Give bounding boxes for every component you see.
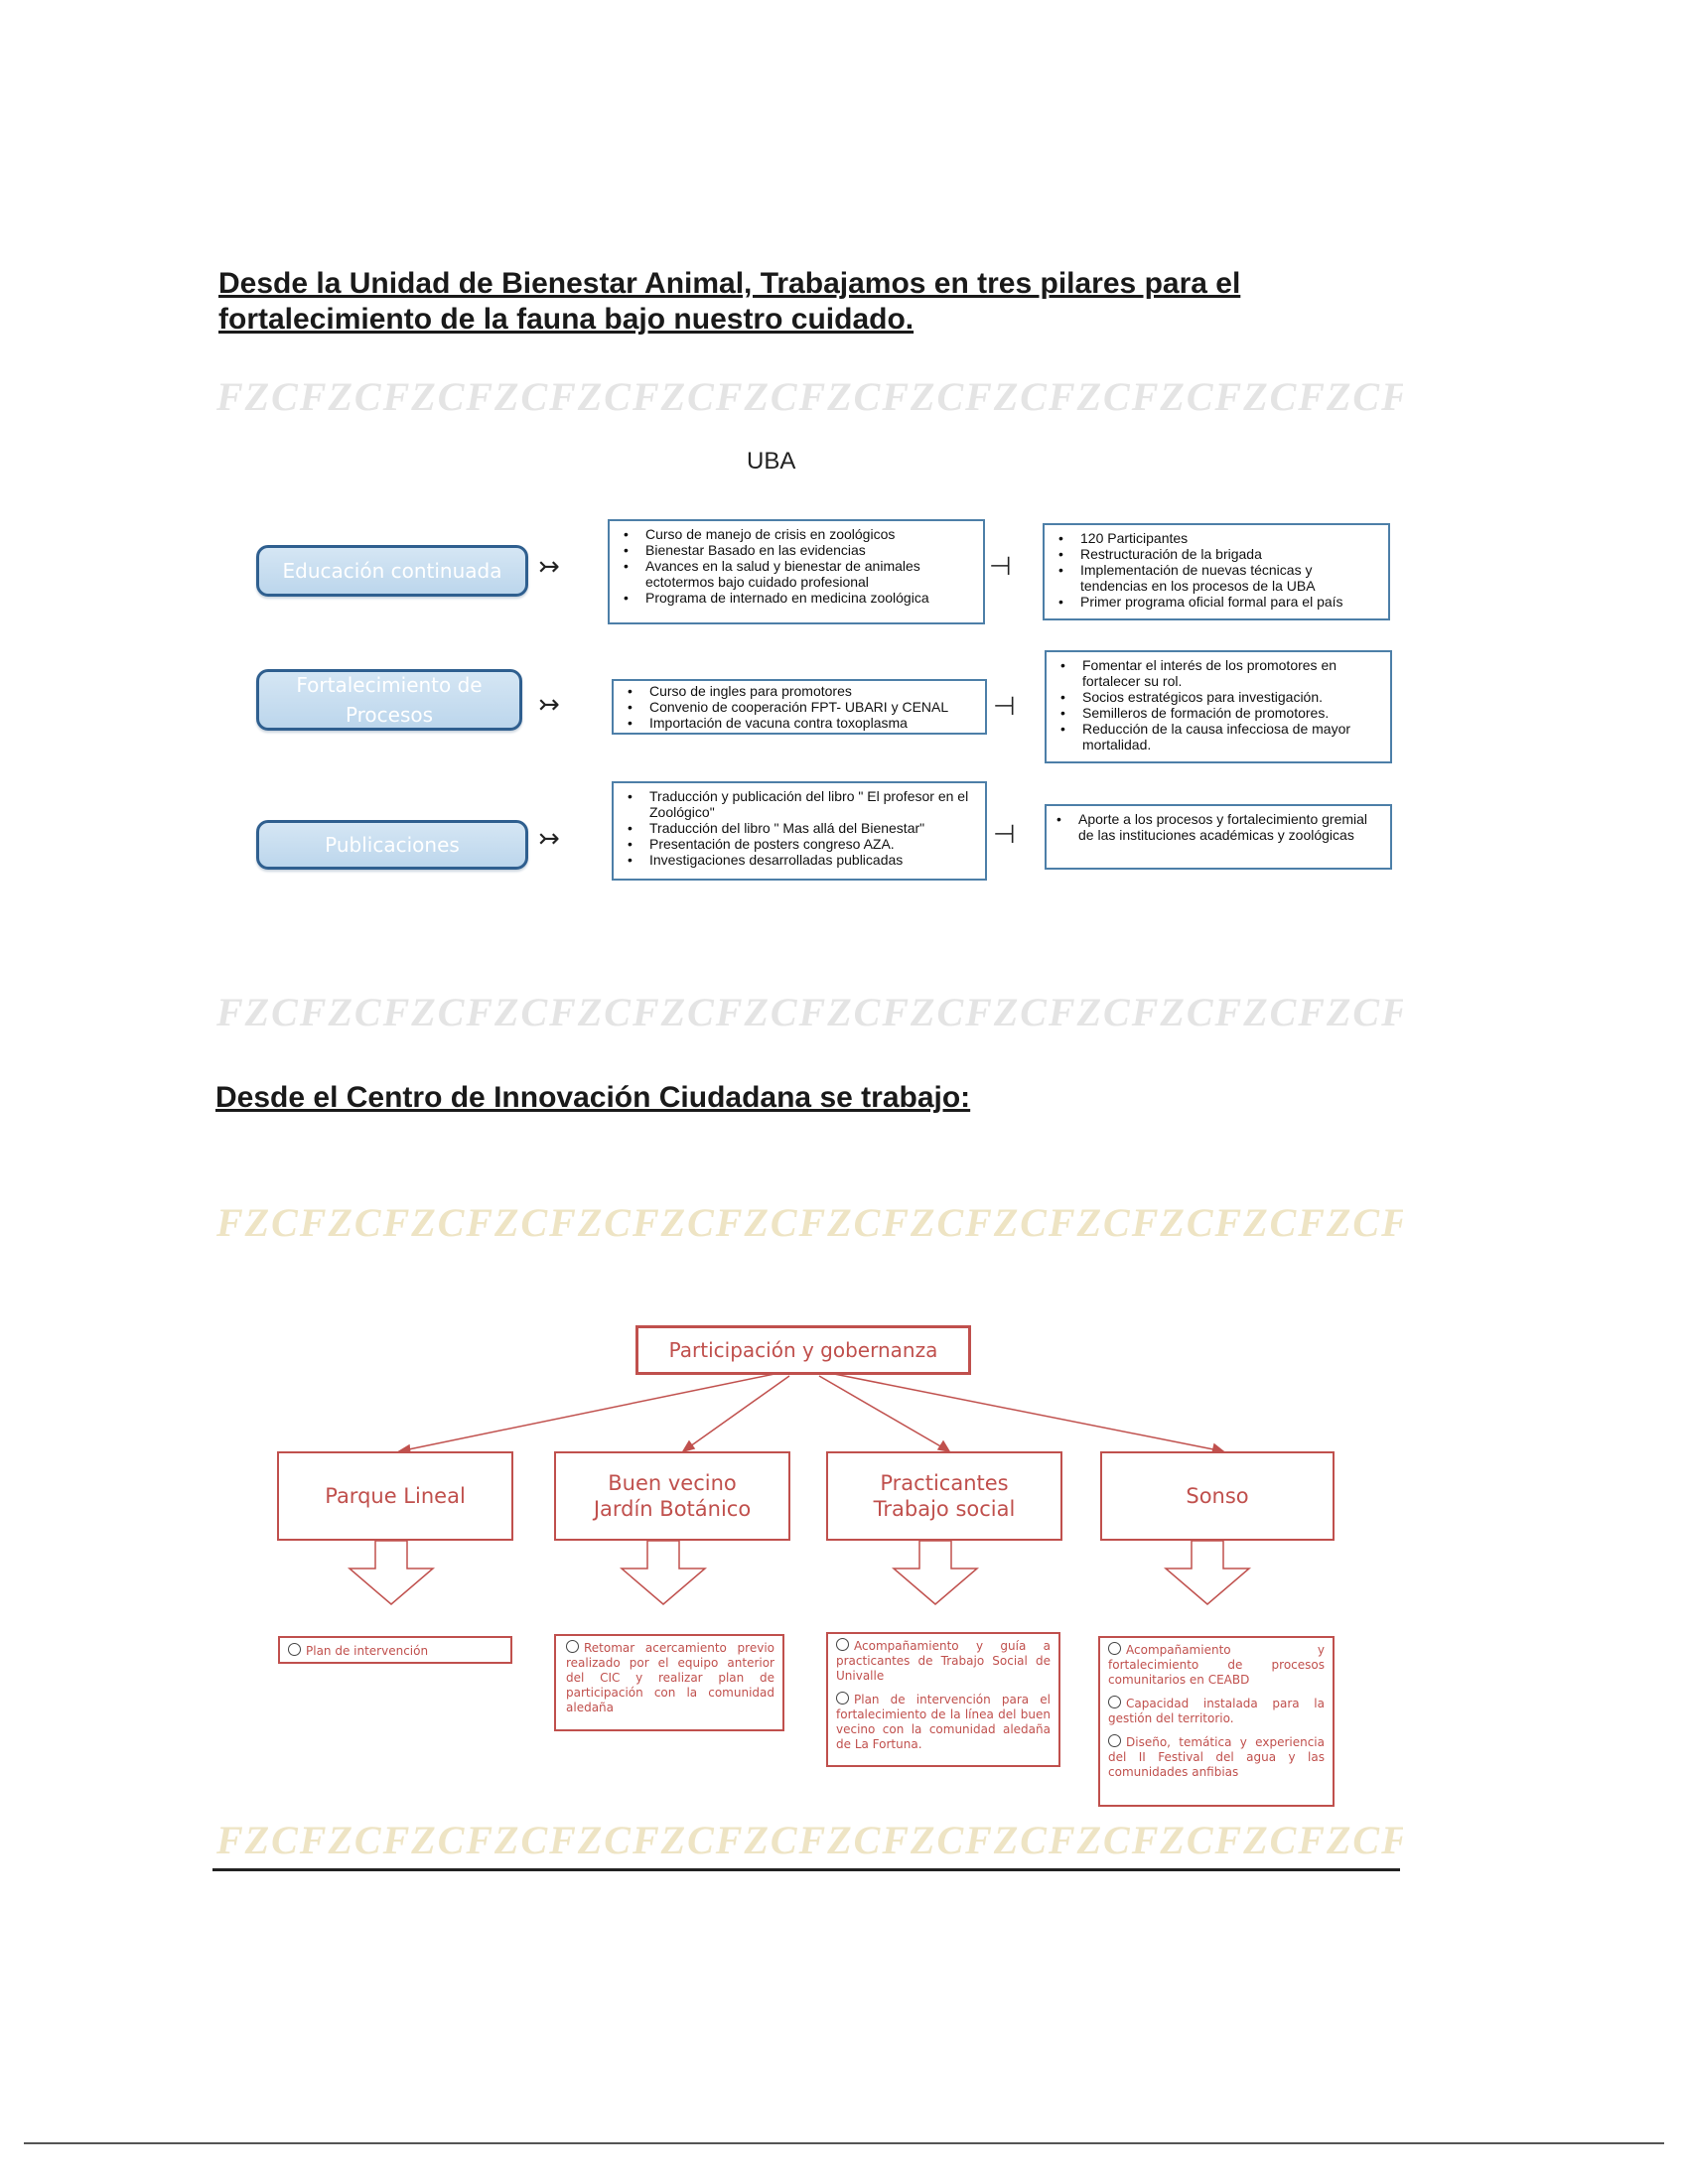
list-item: Curso de manejo de crisis en zoológicos xyxy=(645,526,973,542)
list-item: Implementación de nuevas técnicas y tend… xyxy=(1080,562,1378,594)
branch-label: Practicantes xyxy=(880,1470,1008,1496)
circle-bullet-icon xyxy=(1108,1642,1121,1655)
actions-box-fortalecimiento: Curso de ingles para promotores Convenio… xyxy=(612,679,987,735)
results-box-educacion: 120 Participantes Restructuración de la … xyxy=(1043,523,1390,620)
pillar-fortalecimiento-procesos: Fortalecimiento de Procesos xyxy=(256,669,522,731)
section2-heading: Desde el Centro de Innovación Ciudadana … xyxy=(215,1080,1402,1116)
list-item: Importación de vacuna contra toxoplasma xyxy=(649,715,975,731)
org-root-label: Participación y gobernanza xyxy=(669,1337,938,1363)
circle-bullet-icon xyxy=(288,1643,301,1656)
pillar-label: Fortalecimiento de Procesos xyxy=(273,670,505,730)
uba-label: UBA xyxy=(747,448,795,476)
section1-heading-line2: fortalecimiento de la fauna bajo nuestro… xyxy=(218,302,1405,338)
list-item: 120 Participantes xyxy=(1080,530,1378,546)
org-root-box: Participación y gobernanza xyxy=(635,1325,971,1375)
list-item: Socios estratégicos para investigación. xyxy=(1082,689,1380,705)
branch-parque-lineal: Parque Lineal xyxy=(277,1451,513,1541)
branch-sonso: Sonso xyxy=(1100,1451,1335,1541)
arrow-right-icon: ↣ xyxy=(538,690,560,720)
list-item: Restructuración de la brigada xyxy=(1080,546,1378,562)
pillar-label: Publicaciones xyxy=(325,830,460,860)
page-footer-rule xyxy=(24,2142,1664,2144)
circle-bullet-icon xyxy=(836,1638,849,1651)
pillar-label: Educación continuada xyxy=(283,556,502,586)
list-item: Fomentar el interés de los promotores en… xyxy=(1082,657,1380,689)
list-item: Traducción del libro " Mas allá del Bien… xyxy=(649,820,975,836)
leaf-item: Plan de intervención para el fortalecimi… xyxy=(836,1693,1051,1751)
pillar-publicaciones: Publicaciones xyxy=(256,820,528,870)
branch-label: Jardín Botánico xyxy=(594,1496,751,1522)
circle-bullet-icon xyxy=(1108,1696,1121,1708)
branch-label: Sonso xyxy=(1186,1483,1248,1509)
leaf-item: Acompañamiento y guía a practicantes de … xyxy=(836,1639,1051,1683)
list-item: Semilleros de formación de promotores. xyxy=(1082,705,1380,721)
decorative-band-3: FZCFZCFZCFZCFZCFZCFZCFZCFZCFZCFZCFZCFZCF… xyxy=(216,1201,1403,1245)
circle-bullet-icon xyxy=(836,1692,849,1705)
arrow-right-icon: ↣ xyxy=(538,552,560,582)
leaf-item: Retomar acercamiento previo realizado po… xyxy=(566,1641,774,1714)
list-item: Traducción y publicación del libro " El … xyxy=(649,788,975,820)
list-item: Presentación de posters congreso AZA. xyxy=(649,836,975,852)
circle-bullet-icon xyxy=(566,1640,579,1653)
list-item: Aporte a los procesos y fortalecimiento … xyxy=(1078,811,1380,843)
leaf-item: Plan de intervención xyxy=(306,1644,428,1658)
branch-buen-vecino: Buen vecino Jardín Botánico xyxy=(554,1451,790,1541)
leaf-item: Capacidad instalada para la gestión del … xyxy=(1108,1697,1325,1725)
list-item: Curso de ingles para promotores xyxy=(649,683,975,699)
decorative-band-4: FZCFZCFZCFZCFZCFZCFZCFZCFZCFZCFZCFZCFZCF… xyxy=(216,1819,1403,1862)
arrow-right-icon: ↣ xyxy=(538,824,560,854)
actions-box-educacion: Curso de manejo de crisis en zoológicos … xyxy=(608,519,985,624)
bracket-connector-icon: ⊣ xyxy=(989,552,1012,582)
branch-practicantes: Practicantes Trabajo social xyxy=(826,1451,1062,1541)
list-item: Bienestar Basado en las evidencias xyxy=(645,542,973,558)
pillar-educacion-continuada: Educación continuada xyxy=(256,545,528,597)
list-item: Primer programa oficial formal para el p… xyxy=(1080,594,1378,610)
leaf-item: Diseño, temática y experiencia del II Fe… xyxy=(1108,1735,1325,1779)
branch-label: Trabajo social xyxy=(874,1496,1016,1522)
list-item: Avances en la salud y bienestar de anima… xyxy=(645,558,973,590)
results-box-publicaciones: Aporte a los procesos y fortalecimiento … xyxy=(1045,804,1392,870)
decorative-band-1: FZCFZCFZCFZCFZCFZCFZCFZCFZCFZCFZCFZCFZCF… xyxy=(216,375,1403,419)
section1-heading-line1: Desde la Unidad de Bienestar Animal, Tra… xyxy=(218,266,1405,302)
branch-label: Parque Lineal xyxy=(325,1483,466,1509)
leaf-item: Acompañamiento y fortalecimiento de proc… xyxy=(1108,1643,1325,1687)
list-item: Convenio de cooperación FPT- UBARI y CEN… xyxy=(649,699,975,715)
decorative-band-2: FZCFZCFZCFZCFZCFZCFZCFZCFZCFZCFZCFZCFZCF… xyxy=(216,991,1403,1034)
bracket-connector-icon: ⊣ xyxy=(993,692,1016,722)
circle-bullet-icon xyxy=(1108,1734,1121,1747)
list-item: Investigaciones desarrolladas publicadas xyxy=(649,852,975,868)
bracket-connector-icon: ⊣ xyxy=(993,820,1016,850)
leaf-box-practicantes: Acompañamiento y guía a practicantes de … xyxy=(826,1632,1060,1767)
leaf-box-buen-vecino: Retomar acercamiento previo realizado po… xyxy=(554,1634,784,1731)
actions-box-publicaciones: Traducción y publicación del libro " El … xyxy=(612,781,987,881)
results-box-fortalecimiento: Fomentar el interés de los promotores en… xyxy=(1045,650,1392,763)
list-item: Programa de internado en medicina zoológ… xyxy=(645,590,973,606)
section-divider xyxy=(212,1868,1400,1871)
branch-label: Buen vecino xyxy=(608,1470,737,1496)
leaf-box-sonso: Acompañamiento y fortalecimiento de proc… xyxy=(1098,1636,1335,1807)
list-item: Reducción de la causa infecciosa de mayo… xyxy=(1082,721,1380,752)
leaf-box-parque-lineal: Plan de intervención xyxy=(278,1636,512,1664)
